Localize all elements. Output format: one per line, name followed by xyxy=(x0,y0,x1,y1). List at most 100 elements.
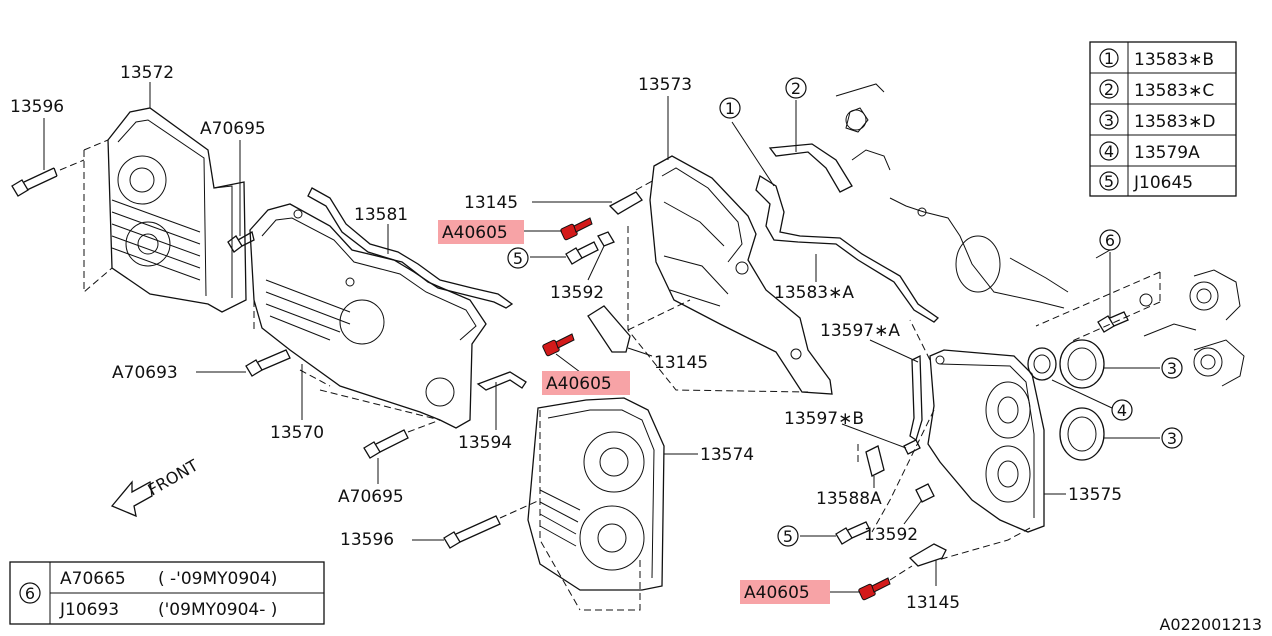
part-13597A xyxy=(909,354,923,442)
svg-text:2: 2 xyxy=(791,79,801,98)
part-13572-cover xyxy=(107,107,247,313)
part-13583BC-gaskets xyxy=(768,143,853,193)
label-13592-right: 13592 xyxy=(864,525,918,545)
svg-text:3: 3 xyxy=(1167,359,1177,378)
bolt-table-note-2: ('09MY0904- ) xyxy=(158,600,277,620)
svg-text:1: 1 xyxy=(1104,49,1114,68)
svg-text:4: 4 xyxy=(1117,401,1127,420)
svg-text:6: 6 xyxy=(1105,231,1115,250)
front-label: FRONT xyxy=(145,456,202,500)
svg-text:13583∗D: 13583∗D xyxy=(1134,112,1215,132)
part-13145-top xyxy=(608,191,643,215)
guide-13596-bottom xyxy=(499,499,541,519)
label-13145-bottom: 13145 xyxy=(906,593,960,613)
part-13573-plate xyxy=(649,155,833,395)
svg-text:13583∗C: 13583∗C xyxy=(1134,81,1214,101)
part-13594-bracket xyxy=(476,371,527,391)
label-13594: 13594 xyxy=(458,433,512,453)
svg-text:13583∗B: 13583∗B xyxy=(1134,50,1214,70)
label-A70695-bottom: A70695 xyxy=(338,487,404,507)
part-13570-cover xyxy=(249,203,487,429)
seal-13583D-top xyxy=(1059,339,1105,389)
part-13597B xyxy=(903,439,921,455)
seal-13583D-bottom xyxy=(1059,407,1105,461)
engine-right-detail xyxy=(1143,269,1245,387)
guide-13596-top xyxy=(59,159,85,171)
svg-text:13579A: 13579A xyxy=(1134,143,1200,163)
leader-13597A xyxy=(869,339,919,363)
label-A40605-mid: A40605 xyxy=(546,374,612,394)
bolt-A70693 xyxy=(245,349,291,377)
seal-13579A xyxy=(1027,347,1057,381)
label-13574: 13574 xyxy=(700,445,754,465)
label-A40605-top: A40605 xyxy=(442,223,508,243)
engine-block-outline xyxy=(835,83,1111,309)
label-13570: 13570 xyxy=(270,423,324,443)
bolt-table-part-1: A70665 xyxy=(60,569,126,589)
svg-text:J10645: J10645 xyxy=(1133,173,1193,193)
bolt-A70695-top xyxy=(227,231,255,253)
callout-6: 6 xyxy=(1099,229,1121,251)
label-13583A: 13583∗A xyxy=(774,283,854,303)
svg-text:4: 4 xyxy=(1104,142,1114,161)
leader-4 xyxy=(1051,379,1113,409)
part-13588A xyxy=(865,445,885,477)
svg-text:5: 5 xyxy=(783,527,793,546)
bolt-table-num: 6 xyxy=(25,584,35,603)
label-A70695-top: A70695 xyxy=(200,119,266,139)
legend-table: 1 13583∗B 2 13583∗C 3 13583∗D 4 13579A 5… xyxy=(1089,41,1237,197)
callout-3b: 3 xyxy=(1161,427,1183,449)
leader-13592-left xyxy=(587,245,605,281)
label-A40605-bottom: A40605 xyxy=(744,583,810,603)
part-13574-cover xyxy=(527,397,665,591)
callout-5-left: 5 xyxy=(507,247,529,269)
leader-1 xyxy=(731,121,775,187)
part-13581-gasket xyxy=(307,187,514,309)
highlight-A40605-top xyxy=(438,220,524,244)
part-13592-left xyxy=(597,231,615,247)
svg-text:3: 3 xyxy=(1104,111,1114,130)
guide-engine-right xyxy=(1035,271,1161,343)
highlight-A40605-mid xyxy=(542,371,630,395)
bolt-table: 6 A70665 ( -'09MY0904) J10693 ('09MY0904… xyxy=(9,561,325,625)
front-arrow-icon xyxy=(110,480,153,518)
guide-13573 xyxy=(627,179,809,393)
leader-13145-mid xyxy=(627,347,653,357)
guide-A40605-bottom xyxy=(889,565,913,581)
bolt-table-part-2: J10693 xyxy=(59,600,119,620)
label-13145-mid: 13145 xyxy=(654,353,708,373)
bolt-A40605-top xyxy=(560,217,593,241)
highlight-A40605-bottom xyxy=(740,580,830,604)
bolt-5-right xyxy=(835,521,871,545)
label-13572: 13572 xyxy=(120,63,174,83)
label-13596-bottom: 13596 xyxy=(340,530,394,550)
guide-A70695-bottom xyxy=(407,419,441,433)
bolt-table-note-1: ( -'09MY0904) xyxy=(158,569,277,589)
leader-13592-right xyxy=(903,499,923,525)
label-13597B: 13597∗B xyxy=(784,409,864,429)
svg-text:1: 1 xyxy=(725,99,735,118)
leader-13597B xyxy=(841,423,907,449)
callout-2: 2 xyxy=(785,77,807,99)
bolt-A40605-bottom xyxy=(858,577,891,601)
callout-4: 4 xyxy=(1111,399,1133,421)
bolt-A40605-mid xyxy=(542,333,575,357)
label-13597A: 13597∗A xyxy=(820,321,900,341)
callout-5-right: 5 xyxy=(777,525,799,547)
part-13145-mid xyxy=(587,305,631,353)
guide-13572-left xyxy=(83,139,113,294)
legend-row-3: 3 13583∗D xyxy=(1099,110,1215,132)
bolt-5-left xyxy=(565,241,599,265)
guide-13575 xyxy=(871,319,1031,561)
label-13581: 13581 xyxy=(354,205,408,225)
label-A70693: A70693 xyxy=(112,363,178,383)
bolt-13596-bottom xyxy=(443,515,501,549)
label-13573: 13573 xyxy=(638,75,692,95)
bolt-A70695-bottom xyxy=(363,429,409,459)
callout-1: 1 xyxy=(719,97,741,119)
label-13145-top: 13145 xyxy=(464,193,518,213)
leader-A40605-mid xyxy=(555,353,581,373)
diagram-id: A022001213 xyxy=(1159,615,1262,634)
